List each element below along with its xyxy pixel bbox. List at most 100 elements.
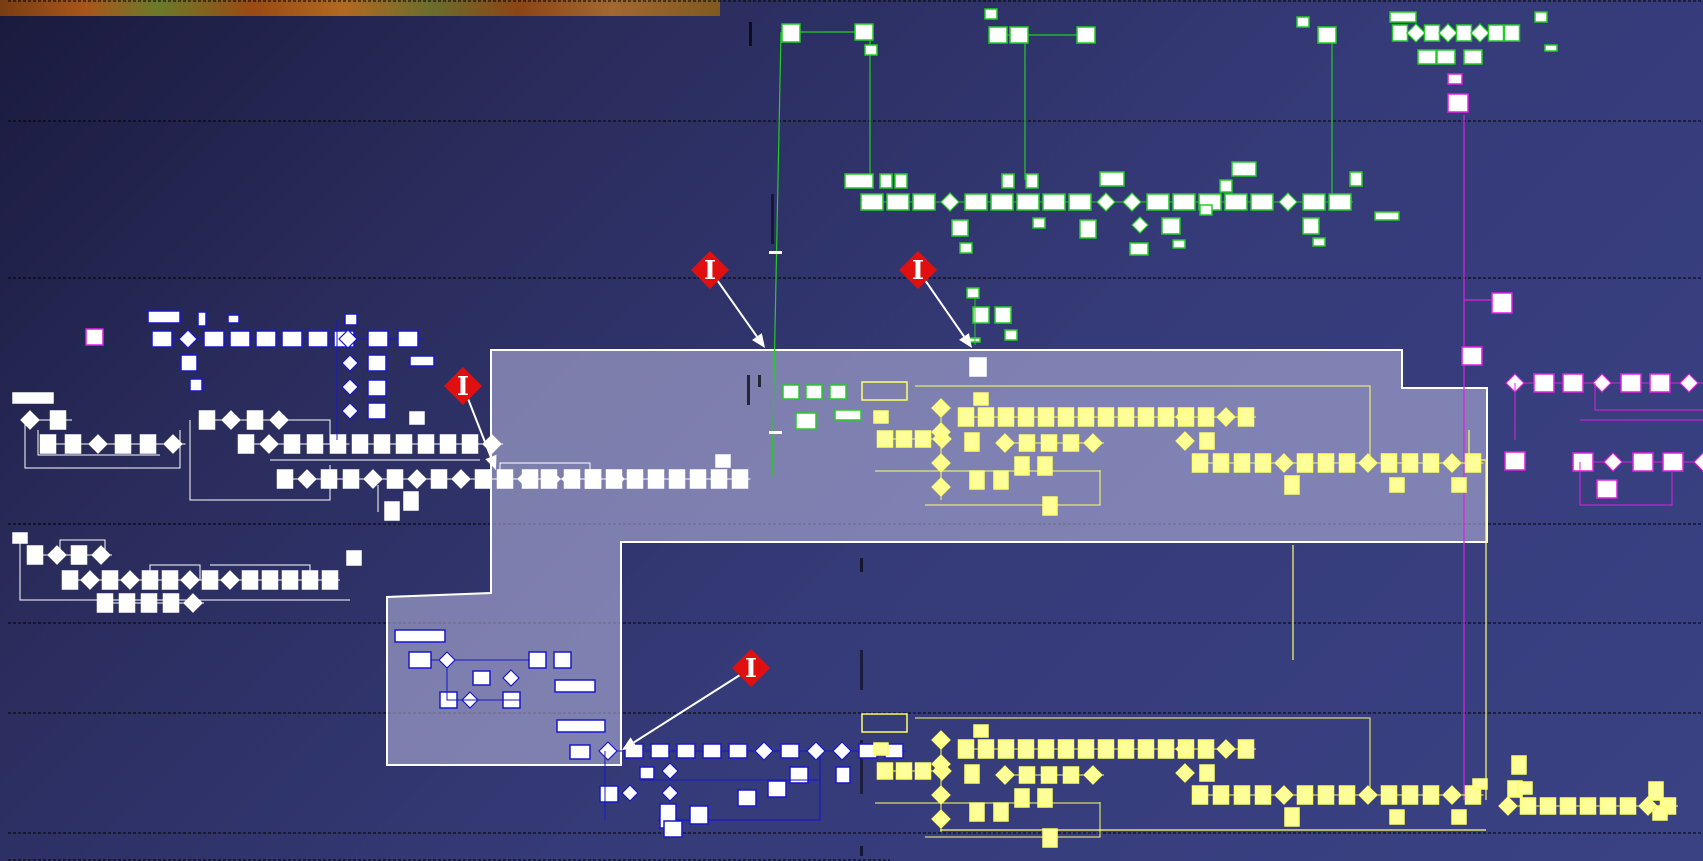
decision-diamond xyxy=(1499,797,1517,815)
process-box xyxy=(1545,45,1557,51)
lane-label-mark xyxy=(747,375,750,405)
process-box xyxy=(555,680,595,692)
process-box xyxy=(1020,767,1035,783)
process-box xyxy=(782,24,800,42)
process-box xyxy=(1597,480,1617,498)
process-box xyxy=(999,408,1014,426)
process-box xyxy=(1390,12,1416,22)
process-box xyxy=(1303,194,1325,210)
process-box xyxy=(1199,408,1214,426)
process-box xyxy=(979,408,994,426)
process-box xyxy=(1649,782,1663,800)
process-box xyxy=(651,744,669,758)
issue-marker-icon: I xyxy=(444,367,496,470)
marker-label: I xyxy=(457,372,469,402)
process-box xyxy=(1297,17,1309,27)
process-box xyxy=(142,594,157,612)
decision-diamond xyxy=(342,379,358,395)
process-box xyxy=(72,546,87,564)
process-box xyxy=(1193,454,1208,472)
process-box xyxy=(806,385,822,399)
process-box xyxy=(861,194,883,210)
process-box xyxy=(1079,740,1094,758)
decision-diamond xyxy=(1680,374,1698,392)
process-box xyxy=(738,790,756,806)
decision-diamond xyxy=(81,571,99,589)
process-box xyxy=(1489,25,1504,41)
process-box xyxy=(1026,174,1038,188)
process-box xyxy=(989,27,1007,43)
process-box xyxy=(1452,810,1466,824)
process-box xyxy=(994,803,1008,821)
process-box xyxy=(1403,454,1418,472)
process-box xyxy=(959,740,974,758)
process-box xyxy=(970,803,984,821)
process-box xyxy=(404,492,418,510)
process-box xyxy=(1019,740,1034,758)
process-box xyxy=(1534,374,1554,392)
process-box xyxy=(1382,786,1397,804)
decision-diamond xyxy=(121,571,139,589)
process-box xyxy=(733,470,748,488)
decision-diamond xyxy=(807,742,825,760)
process-box xyxy=(1466,454,1481,472)
process-box xyxy=(994,471,1008,489)
process-box xyxy=(878,431,893,447)
process-box xyxy=(1173,240,1185,248)
process-box xyxy=(1256,786,1271,804)
process-box xyxy=(432,470,447,488)
decision-diamond xyxy=(1694,453,1703,471)
process-box xyxy=(103,571,118,589)
process-box xyxy=(1173,194,1195,210)
process-box xyxy=(1505,452,1525,470)
process-box xyxy=(1621,374,1641,392)
process-box xyxy=(1285,808,1299,826)
process-box xyxy=(375,435,390,453)
process-box xyxy=(600,786,618,802)
process-box xyxy=(98,594,113,612)
process-box xyxy=(897,763,912,779)
process-box xyxy=(1139,408,1154,426)
process-box xyxy=(703,744,721,758)
process-box xyxy=(1159,408,1174,426)
process-box xyxy=(347,551,361,565)
process-box xyxy=(565,470,580,488)
process-box xyxy=(398,331,418,347)
process-box xyxy=(204,331,224,347)
process-box xyxy=(1042,435,1057,451)
process-box xyxy=(190,379,202,391)
process-box xyxy=(1633,453,1653,471)
process-box xyxy=(1285,476,1299,494)
decision-diamond xyxy=(1439,24,1457,42)
process-box xyxy=(855,24,873,40)
green-connector xyxy=(790,32,870,180)
process-box xyxy=(1462,347,1482,365)
process-box xyxy=(1200,765,1214,781)
process-box xyxy=(1039,740,1054,758)
process-box xyxy=(1303,218,1319,234)
process-box xyxy=(1340,786,1355,804)
process-box xyxy=(1319,786,1334,804)
process-box xyxy=(1452,478,1466,492)
decision-diamond xyxy=(184,594,202,612)
process-box xyxy=(664,821,682,837)
process-box xyxy=(181,355,197,371)
process-box xyxy=(1319,454,1334,472)
process-box xyxy=(1119,408,1134,426)
process-box xyxy=(991,194,1013,210)
process-box xyxy=(1563,374,1583,392)
process-box xyxy=(1437,50,1455,64)
process-box xyxy=(1019,408,1034,426)
issue-marker-icon: I xyxy=(899,251,972,348)
process-box xyxy=(239,435,254,453)
process-box xyxy=(1239,740,1254,758)
process-box xyxy=(1512,756,1526,774)
process-box xyxy=(66,435,81,453)
process-box xyxy=(913,194,935,210)
process-box xyxy=(148,311,180,323)
process-box xyxy=(1235,454,1250,472)
decision-diamond xyxy=(408,470,426,488)
process-box xyxy=(1139,740,1154,758)
